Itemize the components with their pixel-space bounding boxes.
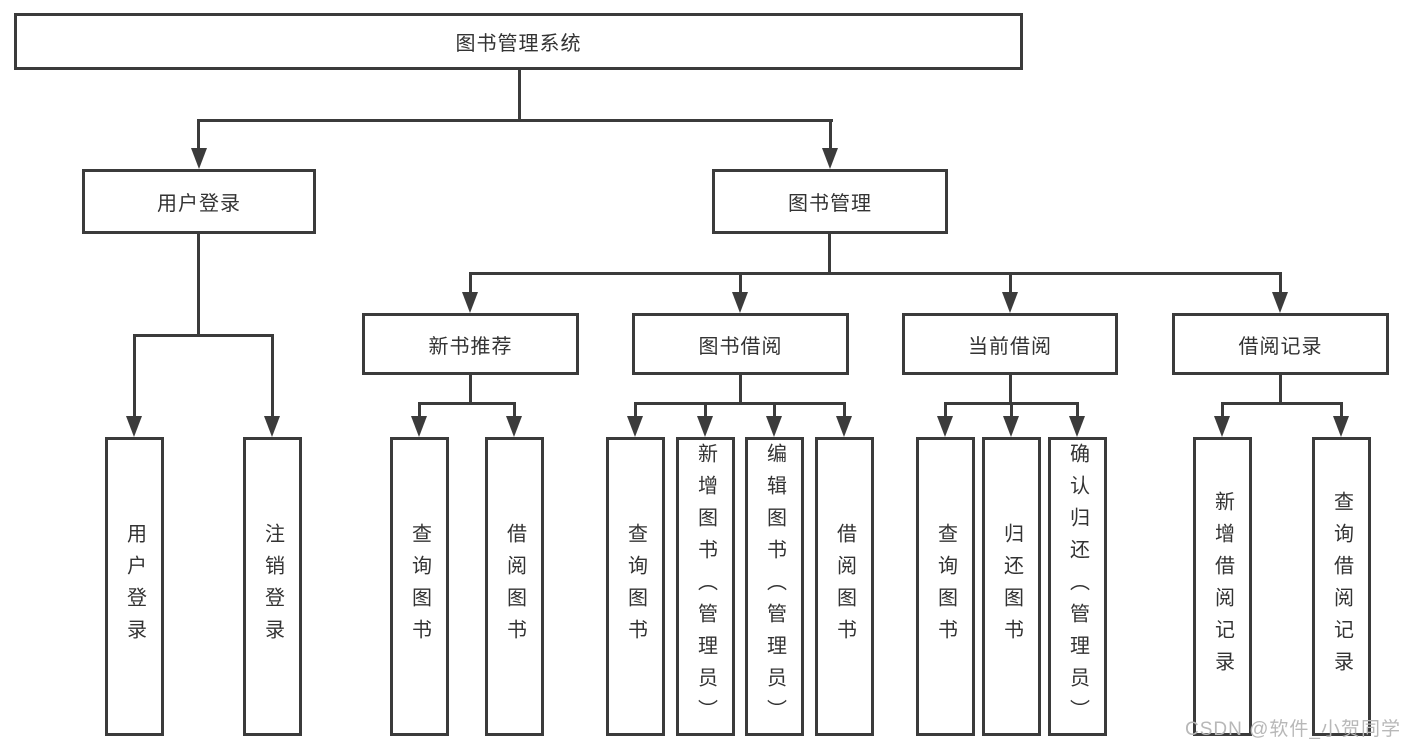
connector-root-drop [518, 70, 521, 121]
arrow-down-icon [264, 416, 280, 437]
connector-recommend-horizontal [418, 402, 516, 405]
connector-records-horizontal [1221, 402, 1343, 405]
arrow-down-icon [822, 148, 838, 169]
leaf-query-books-recommend: 查询图书 [390, 437, 449, 736]
node-current-borrowing: 当前借阅 [902, 313, 1118, 375]
connector-recommend-drop [469, 375, 472, 404]
connector-drop [704, 402, 707, 418]
connector-drop [1340, 402, 1343, 418]
leaf-query-borrow-record: 查询借阅记录 [1312, 437, 1371, 736]
connector-drop-current [1009, 272, 1012, 294]
connector-drop [773, 402, 776, 418]
connector-drop-book-management [829, 119, 832, 151]
csdn-watermark: CSDN @软件_小贺同学 [1185, 719, 1401, 740]
arrow-down-icon [1003, 416, 1019, 437]
arrow-down-icon [411, 416, 427, 437]
arrow-down-icon [732, 292, 748, 313]
arrow-down-icon [126, 416, 142, 437]
arrow-down-icon [191, 148, 207, 169]
connector-drop [944, 402, 947, 418]
connector-drop-leaf-login [133, 334, 136, 419]
connector-borrowing-drop [739, 375, 742, 404]
leaf-confirm-return-admin: 确认归还（管理员） [1048, 437, 1107, 736]
connector-drop-user-login [197, 119, 200, 151]
arrow-down-icon [1069, 416, 1085, 437]
arrow-down-icon [1333, 416, 1349, 437]
leaf-logout: 注销登录 [243, 437, 302, 736]
leaf-borrow-books-borrowing: 借阅图书 [815, 437, 874, 736]
arrow-down-icon [937, 416, 953, 437]
connector-drop-borrowing [739, 272, 742, 294]
connector-drop [1076, 402, 1079, 418]
node-user-login: 用户登录 [82, 169, 316, 234]
node-book-management: 图书管理 [712, 169, 948, 234]
connector-drop [634, 402, 637, 418]
connector-drop [1010, 402, 1013, 418]
connector-current-drop [1009, 375, 1012, 404]
connector-drop-recommend [469, 272, 472, 294]
connector-drop [843, 402, 846, 418]
connector-level1-horizontal [197, 119, 833, 122]
leaf-add-books-admin: 新增图书（管理员） [676, 437, 735, 736]
arrow-down-icon [1002, 292, 1018, 313]
arrow-down-icon [836, 416, 852, 437]
leaf-edit-books-admin: 编辑图书（管理员） [745, 437, 804, 736]
node-book-borrowing: 图书借阅 [632, 313, 849, 375]
connector-drop-records [1279, 272, 1282, 294]
connector-drop [513, 402, 516, 418]
leaf-return-books: 归还图书 [982, 437, 1041, 736]
leaf-borrow-books-recommend: 借阅图书 [485, 437, 544, 736]
arrow-down-icon [627, 416, 643, 437]
leaf-query-books-borrowing: 查询图书 [606, 437, 665, 736]
arrow-down-icon [766, 416, 782, 437]
connector-userlogin-drop [197, 234, 200, 337]
arrow-down-icon [1272, 292, 1288, 313]
connector-borrowing-horizontal [634, 402, 846, 405]
connector-level2-horizontal [469, 272, 1282, 275]
leaf-user-login: 用户登录 [105, 437, 164, 736]
arrow-down-icon [506, 416, 522, 437]
arrow-down-icon [462, 292, 478, 313]
leaf-add-borrow-record: 新增借阅记录 [1193, 437, 1252, 736]
node-library-management-system: 图书管理系统 [14, 13, 1023, 70]
arrow-down-icon [1214, 416, 1230, 437]
leaf-query-books-current: 查询图书 [916, 437, 975, 736]
connector-bookmgmt-drop [828, 234, 831, 275]
connector-records-drop [1279, 375, 1282, 404]
connector-drop-leaf-logout [271, 334, 274, 419]
connector-drop [418, 402, 421, 418]
node-new-book-recommendation: 新书推荐 [362, 313, 579, 375]
node-borrowing-records: 借阅记录 [1172, 313, 1389, 375]
connector-userlogin-horizontal [133, 334, 274, 337]
arrow-down-icon [697, 416, 713, 437]
connector-drop [1221, 402, 1224, 418]
